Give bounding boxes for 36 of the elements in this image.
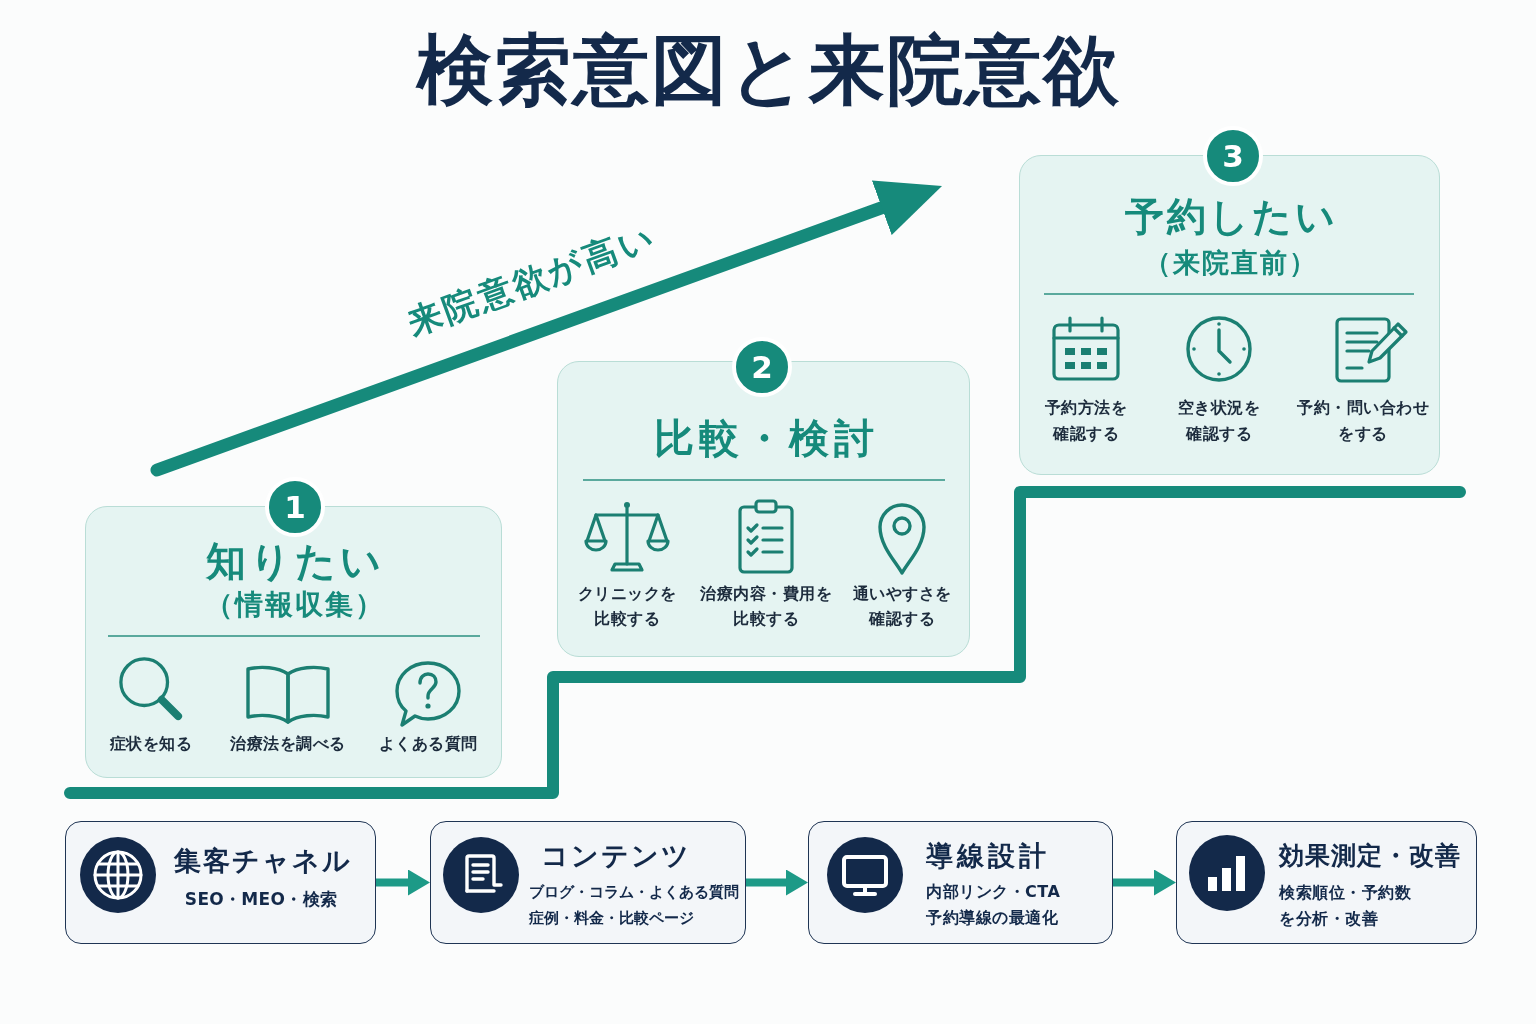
number-circle: 2 — [732, 337, 792, 397]
stage-heading: 予約したい — [1123, 193, 1338, 241]
arrow-label: 来院意欲が高い — [402, 216, 662, 344]
arrow — [746, 869, 808, 896]
icon-caption: 通いやすさを確認する — [851, 583, 953, 630]
step-description: ブログ・コラム・よくある質問 — [529, 882, 739, 903]
stage-heading: 比較・検討 — [652, 414, 879, 463]
step-card — [808, 821, 1113, 944]
step-heading: 効果測定・改善 — [1279, 840, 1461, 872]
step-card — [1176, 821, 1477, 944]
step-description: 症例・料金・比較ページ — [529, 908, 694, 929]
step-description: 内部リンク・CTA — [926, 881, 1061, 903]
icon-caption: よくある質問 — [378, 733, 478, 755]
step-heading: 集客チャネル — [174, 844, 352, 878]
stage-subtitle: （来院直前） — [1142, 246, 1318, 280]
step-description: 予約導線の最適化 — [926, 907, 1058, 929]
number-circle: 1 — [265, 477, 325, 537]
step-heading: 導線設計 — [926, 839, 1050, 873]
icon-caption: 予約方法を確認する — [1043, 397, 1129, 445]
arrow — [376, 869, 430, 896]
icon-caption: 空き状況を確認する — [1176, 397, 1262, 445]
step-card — [430, 821, 746, 944]
icon-caption: 予約・問い合わせをする — [1296, 397, 1430, 445]
icon-caption: 治療法を調べる — [230, 733, 346, 755]
icon-caption: クリニックを比較する — [576, 583, 678, 630]
arrow — [1113, 869, 1176, 896]
title: 検索意図と来院意欲 — [415, 24, 1121, 116]
step-heading: コンテンツ — [541, 839, 691, 873]
number-circle: 3 — [1203, 126, 1263, 186]
icon-caption: 症状を知る — [109, 733, 193, 755]
stage-subtitle: （情報収集） — [203, 587, 385, 623]
stage-heading: 知りたい — [205, 537, 385, 586]
step-card — [65, 821, 376, 944]
step-description: SEO・MEO・検索 — [184, 888, 338, 911]
step-description: 検索順位・予約数を分析・改善 — [1279, 882, 1412, 930]
icon-caption: 治療内容・費用を比較する — [699, 583, 833, 630]
